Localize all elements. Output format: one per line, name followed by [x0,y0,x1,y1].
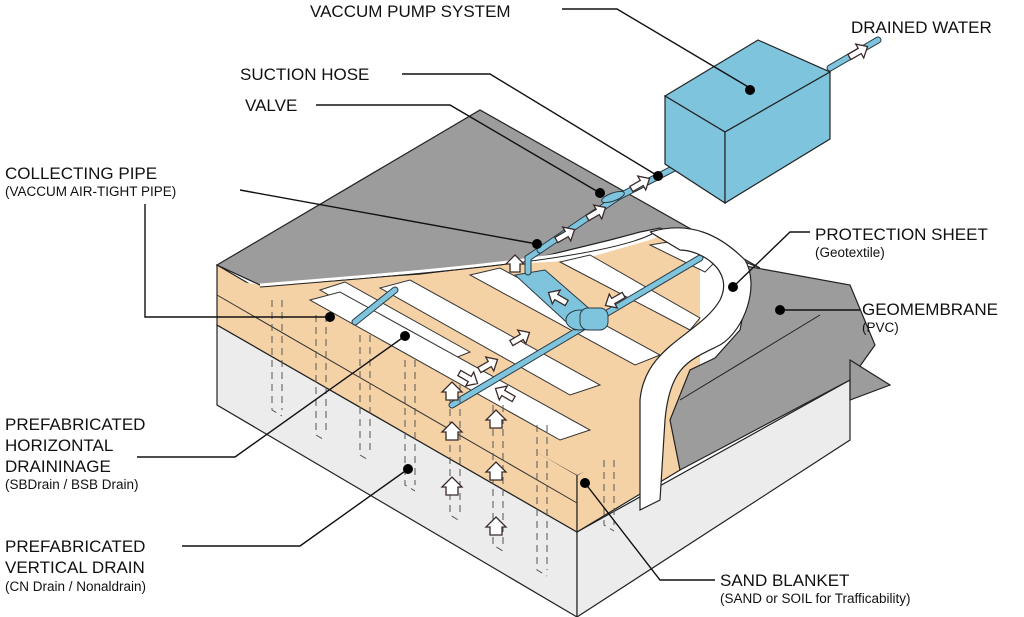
arrow-up-icon [440,476,464,496]
arrow-up-icon [440,421,464,441]
label-sand-blanket-sub: (SAND or SOIL for Trafficability) [720,591,911,606]
label-drained-water: DRAINED WATER [851,18,992,37]
arrow-up-icon [484,516,508,536]
arrow-up-icon [484,461,508,481]
geomembrane-sheet [215,109,892,471]
label-collecting-pipe-sub: (VACCUM AIR-TIGHT PIPE) [5,184,176,199]
arrow-left-icon [604,291,627,309]
label-protection-sheet-sub: (Geotextile) [815,245,885,260]
horizontal-drains [308,239,716,441]
flow-arrows [440,254,627,536]
label-collecting-pipe: COLLECTING PIPE [5,164,157,183]
arrow-left-icon [547,289,570,307]
vacuum-pump-box [663,36,882,205]
arrow-right-icon [846,43,869,61]
labels: VACCUM PUMP SYSTEM DRAINED WATER SUCTION… [5,2,998,606]
label-horizontal-drain-3: DRAININAGE [5,457,111,476]
label-vertical-drain-2: VERTICAL DRAIN [5,558,145,577]
label-horizontal-drain-2: HORIZONTAL [5,436,113,455]
label-protection-sheet: PROTECTION SHEET [815,225,988,244]
arrow-right-icon [476,356,499,374]
label-vertical-drain-1: PREFABRICATED [5,537,145,556]
label-vacuum-pump: VACCUM PUMP SYSTEM [310,2,511,21]
vertical-drains [271,300,615,577]
label-suction-hose: SUCTION HOSE [240,65,369,84]
label-sand-blanket: SAND BLANKET [720,571,849,590]
protection-sheet [259,227,752,511]
leader-lines [137,8,860,581]
label-horizontal-drain-sub: (SBDrain / BSB Drain) [5,477,139,492]
arrow-up-icon [440,381,464,401]
arrow-right-icon [508,329,531,347]
label-geomembrane-sub: (PVC) [862,320,899,335]
arrow-right-icon [456,369,479,387]
label-geomembrane: GEOMEMBRANE [862,300,998,319]
label-valve: VALVE [245,96,297,115]
arrow-left-icon [494,385,517,403]
label-horizontal-drain-1: PREFABRICATED [5,415,145,434]
arrow-up-icon [504,254,526,273]
label-vertical-drain-sub: (CN Drain / Nonaldrain) [5,579,146,594]
arrow-up-icon [484,409,508,429]
